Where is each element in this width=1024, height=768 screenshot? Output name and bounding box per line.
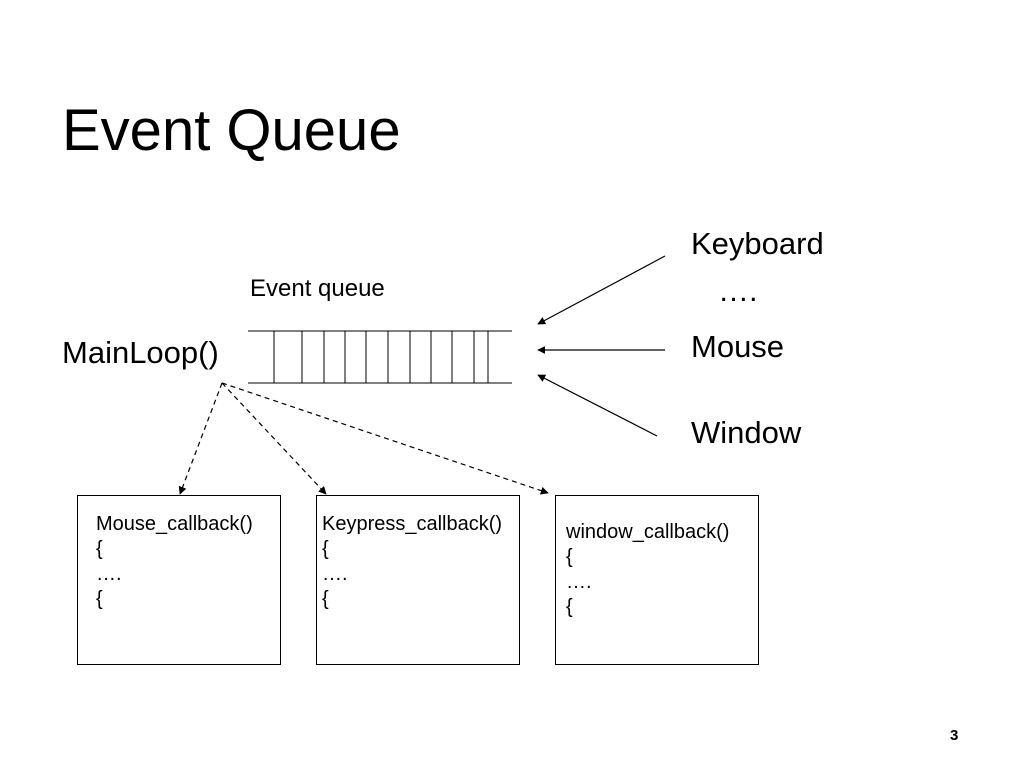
page-number: 3	[950, 727, 959, 744]
event-queue-label: Event queue	[250, 275, 385, 302]
callback-body: ….	[322, 563, 348, 585]
callback-close-brace: {	[566, 596, 573, 618]
callback-name: Keypress_callback()	[322, 513, 503, 535]
mainloop-label: MainLoop()	[62, 335, 219, 370]
callback-close-brace: {	[96, 588, 103, 610]
callback-body: ….	[566, 571, 592, 593]
source-keyboard-label: Keyboard	[691, 226, 824, 261]
callback-name: window_callback()	[566, 521, 730, 543]
keyboard-arrow	[537, 255, 666, 325]
callback-open-brace: {	[322, 538, 329, 560]
mouse-callback-box: Mouse_callback() { …. {	[77, 495, 281, 665]
slide-title: Event Queue	[62, 98, 401, 163]
source-window-label: Window	[691, 415, 802, 450]
callback-name: Mouse_callback()	[96, 513, 253, 535]
queue-slots	[273, 331, 489, 383]
window-callback-box: window_callback() { …. {	[555, 495, 759, 665]
callback-open-brace: {	[96, 538, 103, 560]
event-queue-buffer	[248, 330, 512, 384]
callback-open-brace: {	[566, 546, 573, 568]
source-mouse-label: Mouse	[691, 329, 785, 364]
callback-body: ….	[96, 563, 122, 585]
keypress-callback-box: Keypress_callback() { …. {	[316, 495, 520, 665]
source-ellipsis-label: ….	[718, 273, 758, 308]
window-arrow	[537, 374, 658, 437]
dispatch-arrow-keypress	[221, 382, 327, 495]
dispatch-arrow-mouse	[178, 382, 223, 495]
dispatch-arrow-window	[221, 382, 549, 495]
callback-close-brace: {	[322, 588, 329, 610]
